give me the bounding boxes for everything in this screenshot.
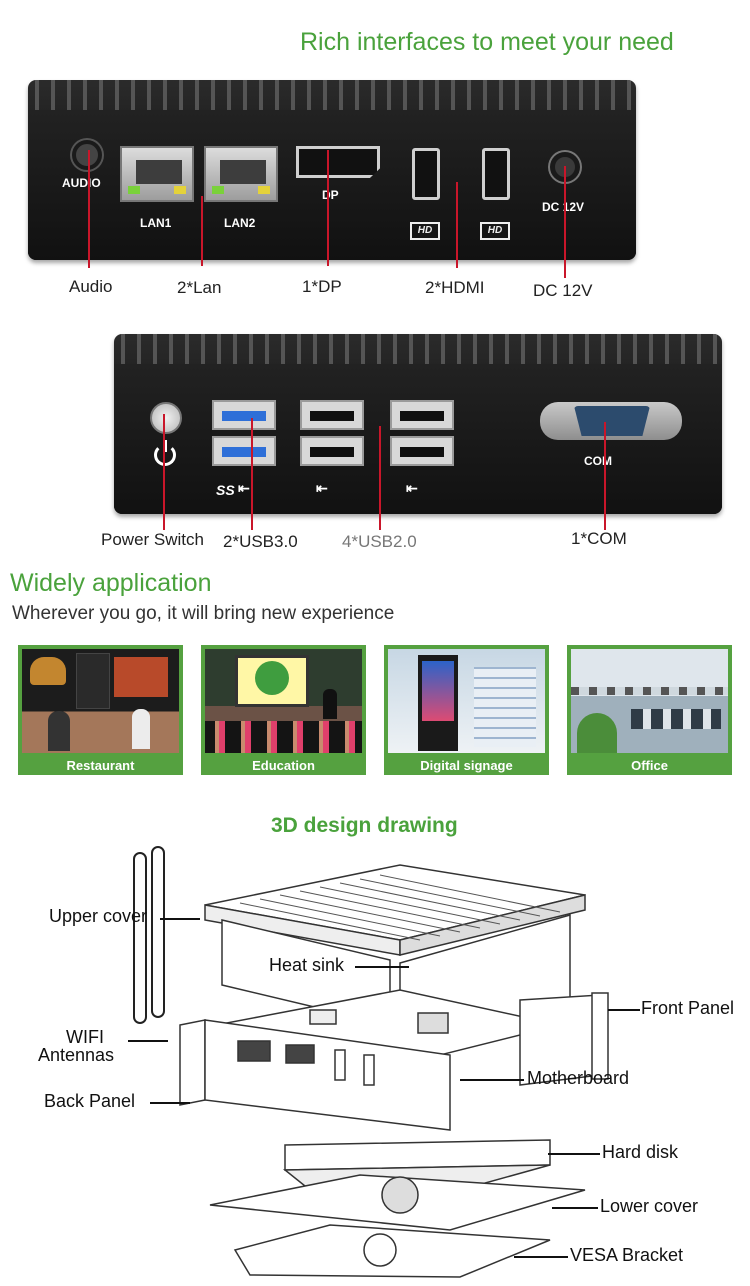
power-switch-icon: [150, 402, 182, 434]
upper-cover-part: [204, 864, 586, 1051]
audio-jack-icon: [72, 140, 102, 170]
hdmi2-port-icon: [482, 148, 510, 200]
vesa-bracket-part: [233, 1224, 551, 1278]
lan2-port-label: LAN2: [224, 216, 256, 230]
usb2-port-1-icon: [300, 400, 364, 430]
callout-line-com: [604, 422, 606, 530]
callout-line-usb2: [379, 426, 381, 530]
caption-hdmi: 2*HDMI: [425, 278, 485, 297]
dc-port-label: DC 12V: [542, 200, 585, 214]
caption-dp: 1*DP: [302, 277, 342, 296]
caption-audio: Audio: [69, 277, 113, 296]
callout-line-usb3: [251, 418, 253, 530]
arrow-upper-cover: [160, 918, 200, 920]
dp-port-icon: [296, 146, 380, 178]
application-card-education: Education: [201, 645, 366, 775]
usb-symbol-icon: ⇤: [406, 480, 418, 496]
education-image: [205, 649, 362, 753]
label-front-panel: Front Panel: [641, 998, 735, 1018]
label-hard-disk: Hard disk: [602, 1142, 679, 1162]
caption-usb3: 2*USB3.0: [223, 532, 298, 551]
callout-line-dc: [564, 166, 566, 278]
ss-usb-logo: SS: [216, 482, 235, 498]
label-heat-sink: Heat sink: [269, 955, 345, 975]
com-port-label: COM: [584, 454, 612, 468]
callout-line-power: [163, 414, 165, 530]
application-card-office: Office: [567, 645, 732, 775]
hd2-badge-icon: HD: [480, 222, 510, 240]
hdmi1-port-icon: [412, 148, 440, 200]
device-front-panel-1: AUDIO LAN1 LAN2 DP HD HD DC 12V: [28, 80, 636, 260]
device-front-panel-2: SS ⇤ ⇤ ⇤ COM: [114, 334, 722, 514]
application-card-digital-signage: Digital signage: [384, 645, 549, 775]
power-symbol-bar: [164, 440, 167, 452]
caption-dc: DC 12V: [533, 281, 593, 300]
application-label: Restaurant: [66, 758, 135, 773]
label-upper-cover: Upper cover: [49, 906, 148, 926]
caption-power: Power Switch: [101, 530, 204, 549]
label-back-panel: Back Panel: [44, 1091, 136, 1111]
lan2-port-icon: [204, 146, 278, 202]
arrow-vesa-bracket: [514, 1256, 568, 1258]
dp-port-label: DP: [322, 188, 339, 202]
usb2-port-3-icon: [390, 400, 454, 430]
application-card-restaurant: Restaurant: [18, 645, 183, 775]
digital-signage-image: [388, 649, 545, 753]
application-title: Widely application: [10, 569, 212, 597]
application-subtitle: Wherever you go, it will bring new exper…: [12, 603, 395, 624]
application-label: Office: [631, 758, 668, 773]
label-vesa-bracket: VESA Bracket: [570, 1245, 684, 1265]
audio-port-label: AUDIO: [62, 176, 101, 190]
usb3-port-1-icon: [212, 400, 276, 430]
label-wifi: WIFI: [66, 1027, 104, 1047]
restaurant-image: [22, 649, 179, 753]
com-port-inner-icon: [574, 406, 650, 436]
wifi-antenna-icon: [133, 846, 165, 1024]
arrow-hard-disk: [548, 1153, 600, 1155]
usb3-port-2-icon: [212, 436, 276, 466]
interfaces-title: Rich interfaces to meet your need: [300, 28, 674, 56]
power-symbol-icon: [154, 444, 176, 466]
lower-cover-part: [209, 1174, 586, 1231]
label-antennas: Antennas: [38, 1045, 115, 1065]
office-image: [571, 649, 728, 753]
arrow-wifi: [128, 1040, 168, 1042]
design-title: 3D design drawing: [271, 814, 458, 837]
caption-usb2: 4*USB2.0: [342, 532, 417, 551]
arrow-lower-cover: [552, 1207, 598, 1209]
usb-symbol-icon: ⇤: [238, 480, 250, 496]
caption-com: 1*COM: [571, 529, 627, 548]
usb2-port-2-icon: [300, 436, 364, 466]
label-lower-cover: Lower cover: [600, 1196, 699, 1216]
application-label: Digital signage: [420, 758, 513, 773]
callout-line-audio: [88, 150, 90, 268]
caption-lan: 2*Lan: [177, 278, 222, 297]
arrow-front-panel: [608, 1009, 640, 1011]
arrow-back-panel: [150, 1102, 190, 1104]
application-label: Education: [252, 758, 315, 773]
usb2-port-4-icon: [390, 436, 454, 466]
arrow-heat-sink: [355, 966, 409, 968]
front-panel-part: [519, 992, 609, 1086]
heatsink-fins: [28, 80, 636, 110]
exploded-3d-drawing: [133, 846, 609, 1278]
lan1-port-icon: [120, 146, 194, 202]
hd1-badge-icon: HD: [410, 222, 440, 240]
label-motherboard: Motherboard: [527, 1068, 630, 1088]
callout-line-dp: [327, 150, 329, 266]
callout-line-lan: [201, 196, 203, 266]
arrow-motherboard: [460, 1079, 524, 1081]
heatsink-fins: [114, 334, 722, 364]
lan1-port-label: LAN1: [140, 216, 172, 230]
back-panel-part: [179, 1019, 451, 1131]
usb-symbol-icon: ⇤: [316, 480, 328, 496]
callout-line-hdmi: [456, 182, 458, 268]
